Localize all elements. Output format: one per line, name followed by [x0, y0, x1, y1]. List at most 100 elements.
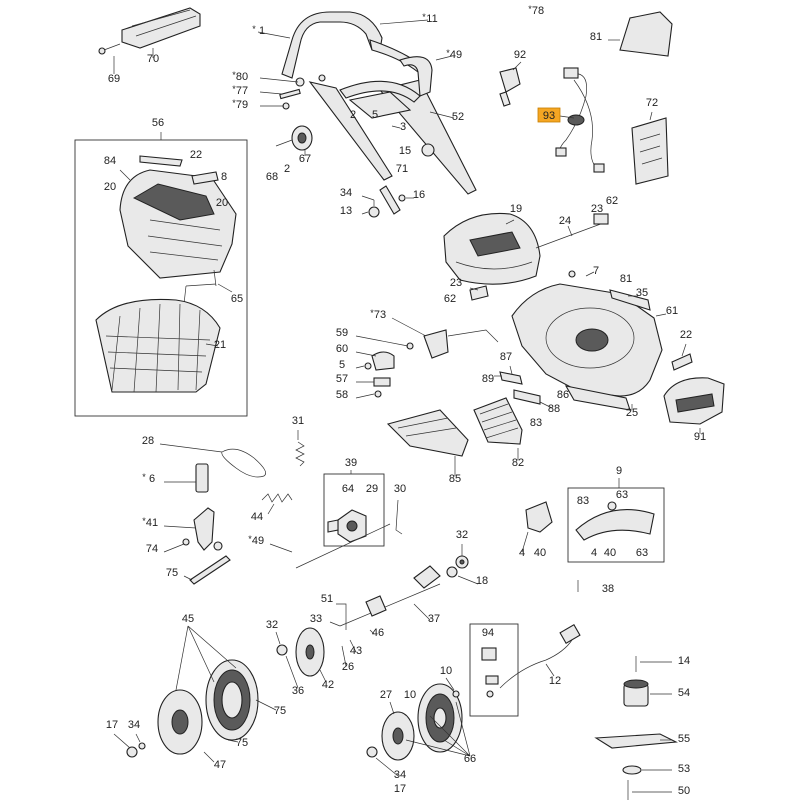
callout-label-31: 31: [292, 415, 304, 427]
callout-label-63: 63: [616, 489, 628, 501]
callout-label-34: 34: [394, 769, 406, 781]
callout-number: 63: [616, 489, 628, 501]
callout-number: 1: [259, 25, 265, 37]
blade-guard-group-box: [567, 487, 665, 563]
callout-label-91: 91: [694, 431, 706, 443]
callout-label-40: 40: [604, 547, 616, 559]
callout-label-62: 62: [606, 195, 618, 207]
blade-adapter-part: [623, 679, 649, 707]
screw-part: [98, 43, 121, 55]
callout-label-11: *11: [422, 12, 437, 25]
callout-label-16: 16: [413, 189, 425, 201]
callout-number: 21: [214, 339, 226, 351]
callout-label-40: 40: [534, 547, 546, 559]
screw-part: [568, 270, 576, 278]
callout-number: 22: [190, 149, 202, 161]
callout-label-73: *73: [370, 308, 386, 321]
callout-number: 66: [464, 753, 476, 765]
nut-part: [126, 742, 146, 758]
callout-label-45: 45: [182, 613, 194, 625]
callout-number: 35: [636, 287, 648, 299]
bracket-part: [364, 329, 449, 398]
callout-label-55: 55: [678, 733, 690, 745]
callout-number: 53: [678, 763, 690, 775]
callout-number: 4: [519, 547, 525, 559]
callout-number: 5: [372, 109, 378, 121]
callout-number: 32: [456, 529, 468, 541]
callout-number: 25: [626, 407, 638, 419]
callout-number: 23: [591, 203, 603, 215]
callout-number: 15: [399, 145, 411, 157]
callout-label-10: 10: [440, 665, 452, 677]
callout-number: 92: [514, 49, 526, 61]
callout-label-68: 68: [266, 171, 278, 183]
callout-label-60: 60: [336, 343, 348, 355]
rear-wheel-part: [205, 659, 259, 741]
asterisk-mark: *: [446, 48, 450, 58]
callout-number: 62: [606, 195, 618, 207]
asterisk-mark: *: [422, 12, 426, 22]
callout-number: 75: [166, 567, 178, 579]
lower-handle-part: [308, 56, 477, 215]
callout-number: 56: [152, 117, 164, 129]
callout-number: 45: [182, 613, 194, 625]
callout-number: 34: [394, 769, 406, 781]
callout-label-9: 9: [616, 465, 622, 477]
callout-number: 5: [339, 359, 345, 371]
callout-label-49: *49: [248, 534, 264, 547]
callout-number: 73: [374, 309, 386, 321]
callout-label-6: *6: [142, 472, 155, 485]
callout-label-65: 65: [231, 293, 243, 305]
callout-number: 22: [680, 329, 692, 341]
callout-label-51: 51: [321, 593, 333, 605]
callout-label-42: 42: [322, 679, 334, 691]
shaft-part: [195, 463, 209, 493]
callout-label-62: 62: [444, 293, 456, 305]
callout-label-75: 75: [274, 705, 286, 717]
asterisk-mark: *: [248, 534, 252, 544]
callout-number: 4: [591, 547, 597, 559]
callout-label-88: 88: [548, 403, 560, 415]
callout-number: 20: [216, 197, 228, 209]
callout-label-70: 70: [147, 53, 159, 65]
callout-label-36: 36: [292, 685, 304, 697]
callout-number: 9: [616, 465, 622, 477]
callout-number: 51: [321, 593, 333, 605]
callout-label-32: 32: [266, 619, 278, 631]
callout-number: 85: [449, 473, 461, 485]
callout-number: 40: [534, 547, 546, 559]
callout-number: 57: [336, 373, 348, 385]
callout-number: 41: [146, 517, 158, 529]
rod-part: [469, 213, 609, 301]
callout-label-23: 23: [591, 203, 603, 215]
grip-cover-part: [121, 7, 201, 49]
callout-label-58: 58: [336, 389, 348, 401]
callout-label-2: 2: [350, 109, 356, 121]
callout-label-54: 54: [678, 687, 690, 699]
callout-number: 29: [366, 483, 378, 495]
callout-label-32: 32: [456, 529, 468, 541]
callout-label-8: 8: [221, 171, 227, 183]
callout-label-92: 92: [514, 49, 526, 61]
callout-number: 27: [380, 689, 392, 701]
callout-number: 3: [400, 121, 406, 133]
battery-part: [663, 353, 725, 425]
callout-label-33: 33: [310, 613, 322, 625]
drive-gear-part: [295, 627, 325, 677]
callout-label-57: 57: [336, 373, 348, 385]
callout-label-15: 15: [399, 145, 411, 157]
callout-number: 11: [426, 13, 437, 25]
callout-label-64: 64: [342, 483, 354, 495]
callout-label-43: 43: [350, 645, 362, 657]
callout-number: 61: [666, 305, 678, 317]
callout-label-94: 94: [482, 627, 494, 639]
drive-belt-part: [221, 448, 266, 478]
callout-label-52: 52: [452, 111, 464, 123]
callout-number: 59: [336, 327, 348, 339]
callout-number: 82: [512, 457, 524, 469]
callout-number: 2: [284, 163, 290, 175]
pinion-part: [276, 644, 288, 656]
callout-number: 87: [500, 351, 512, 363]
callout-number: 12: [549, 675, 561, 687]
callout-number: 50: [678, 785, 690, 797]
